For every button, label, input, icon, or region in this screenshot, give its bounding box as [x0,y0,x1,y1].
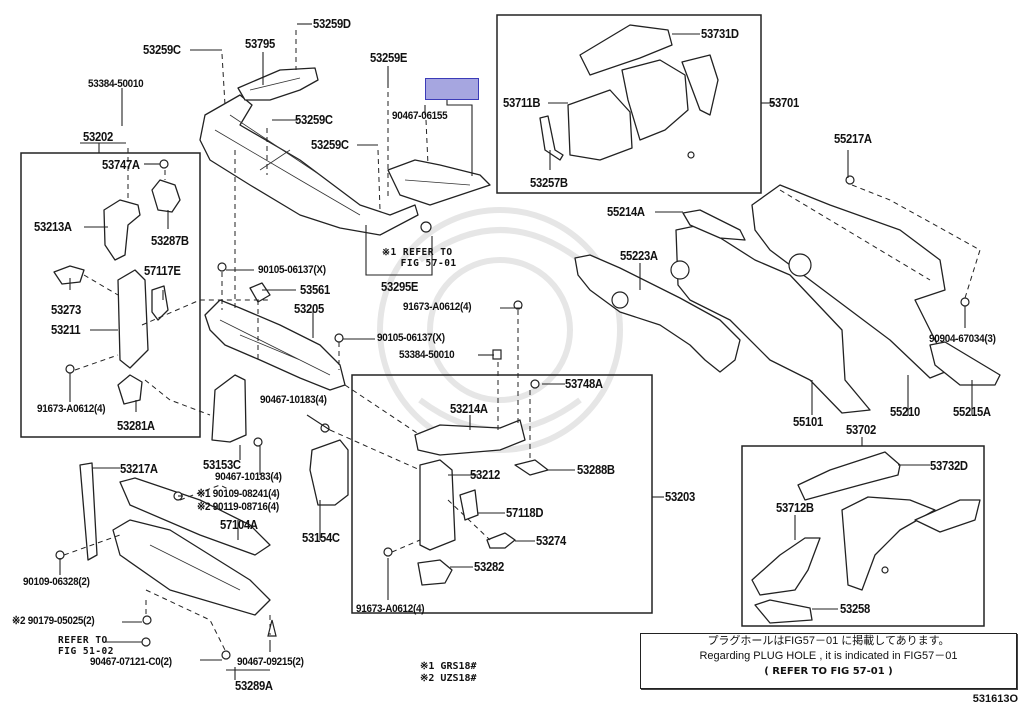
label-55223A[interactable]: 55223A [620,249,658,263]
label-53202[interactable]: 53202 [83,130,113,144]
label-90179-05025[interactable]: ※2 90179-05025(2) [12,615,95,627]
label-90467-10183[interactable]: 90467-10183(4) [260,394,327,406]
label-53288B[interactable]: 53288B [577,463,615,477]
label-90467-07121-C0[interactable]: 90467-07121-C0(2) [90,656,172,668]
label-53384-50010[interactable]: 53384-50010 [399,349,455,361]
label-90467-06155[interactable]: 90467-06155 [392,110,448,122]
note-english: Regarding PLUG HOLE , it is indicated in… [699,650,958,662]
figure-id: 531613O [972,693,1018,705]
group-frame-53202 [20,152,201,438]
group-53202-parts [53,159,181,405]
label-53281A[interactable]: 53281A [117,419,155,433]
highlighted-part-marker-53295E[interactable] [425,78,479,100]
label-53384-50010[interactable]: 53384-50010 [88,78,144,90]
group-53702-parts [751,451,981,624]
label-53214A[interactable]: 53214A [450,402,488,416]
label-53217A[interactable]: 53217A [120,462,158,476]
label-90109-08241[interactable]: ※1 90109-08241(4) [197,488,280,500]
label-55217A[interactable]: 55217A [834,132,872,146]
label-53213A[interactable]: 53213A [34,220,72,234]
label-55101[interactable]: 55101 [793,415,823,429]
label-90904-67034[interactable]: 90904-67034(3) [929,333,996,345]
label-53732D[interactable]: 53732D [930,459,968,473]
label-91673-A0612[interactable]: 91673-A0612(4) [403,301,472,313]
label-90467-10183[interactable]: 90467-10183(4) [215,471,282,483]
group-frame-53701 [496,14,762,194]
label-53259C[interactable]: 53259C [311,138,349,152]
label-55210[interactable]: 55210 [890,405,920,419]
label-90119-08716[interactable]: ※2 90119-08716(4) [197,501,279,513]
legend-line-2: ※2 UZS18# [420,673,477,684]
watermark-emblem [377,207,623,453]
group-53701-parts [539,24,719,161]
label-90105-06137[interactable]: 90105-06137(X) [258,264,326,276]
label-53701[interactable]: 53701 [769,96,799,110]
variant-legend: ※1 GRS18# ※2 UZS18# [420,661,477,685]
label-57104A[interactable]: 57104A [220,518,258,532]
dash-panels [574,175,1001,414]
label-53295E[interactable]: 53295E [381,280,419,294]
label-57118D[interactable]: 57118D [506,506,544,520]
side-brackets [211,374,349,506]
refer-to-fig-51-02[interactable]: REFER TO FIG 51-02 [58,635,114,657]
assembly-lines [63,30,981,653]
label-53711B[interactable]: 53711B [503,96,541,110]
label-53154C[interactable]: 53154C [302,531,340,545]
label-53731D[interactable]: 53731D [701,27,739,41]
label-53748A[interactable]: 53748A [565,377,603,391]
label-90467-09215[interactable]: 90467-09215(2) [237,656,304,668]
label-53258[interactable]: 53258 [840,602,870,616]
plug-hole-note: プラグホールはFIG57－01 に掲載してあります。 Regarding PLU… [640,633,1017,689]
label-53282[interactable]: 53282 [474,560,504,574]
label-53257B[interactable]: 53257B [530,176,568,190]
part-53205 [204,282,346,391]
label-53259C[interactable]: 53259C [295,113,333,127]
label-91673-A0612[interactable]: 91673-A0612(4) [356,603,425,615]
label-91673-A0612[interactable]: 91673-A0612(4) [37,403,106,415]
refer-to-fig-57-01[interactable]: ※1 REFER TO FIG 57-01 [382,247,457,269]
label-53747A[interactable]: 53747A [102,158,140,172]
part-upper-support [199,67,491,236]
label-53795[interactable]: 53795 [245,37,275,51]
label-53259E[interactable]: 53259E [370,51,408,65]
label-53212[interactable]: 53212 [470,468,500,482]
group-frame-53203 [351,374,653,614]
legend-line-1: ※1 GRS18# [420,661,477,672]
label-53289A[interactable]: 53289A [235,679,273,693]
label-53205[interactable]: 53205 [294,302,324,316]
label-53702[interactable]: 53702 [846,423,876,437]
label-53561[interactable]: 53561 [300,283,330,297]
label-53211[interactable]: 53211 [51,323,81,337]
leader-lines [59,23,973,680]
label-57117E[interactable]: 57117E [144,264,181,278]
note-refer-link[interactable]: ( REFER TO FIG 57-01 ) [764,666,893,677]
label-53273[interactable]: 53273 [51,303,81,317]
label-53287B[interactable]: 53287B [151,234,189,248]
label-90109-06328[interactable]: 90109-06328(2) [23,576,90,588]
label-55214A[interactable]: 55214A [607,205,645,219]
label-90105-06137[interactable]: 90105-06137(X) [377,332,445,344]
label-53153C[interactable]: 53153C [203,458,241,472]
label-53259D[interactable]: 53259D [313,17,351,31]
label-53274[interactable]: 53274 [536,534,566,548]
label-53712B[interactable]: 53712B [776,501,814,515]
note-japanese: プラグホールはFIG57－01 に掲載してあります。 [707,635,950,647]
label-53259C[interactable]: 53259C [143,43,181,57]
label-53203[interactable]: 53203 [665,490,695,504]
label-55215A[interactable]: 55215A [953,405,991,419]
